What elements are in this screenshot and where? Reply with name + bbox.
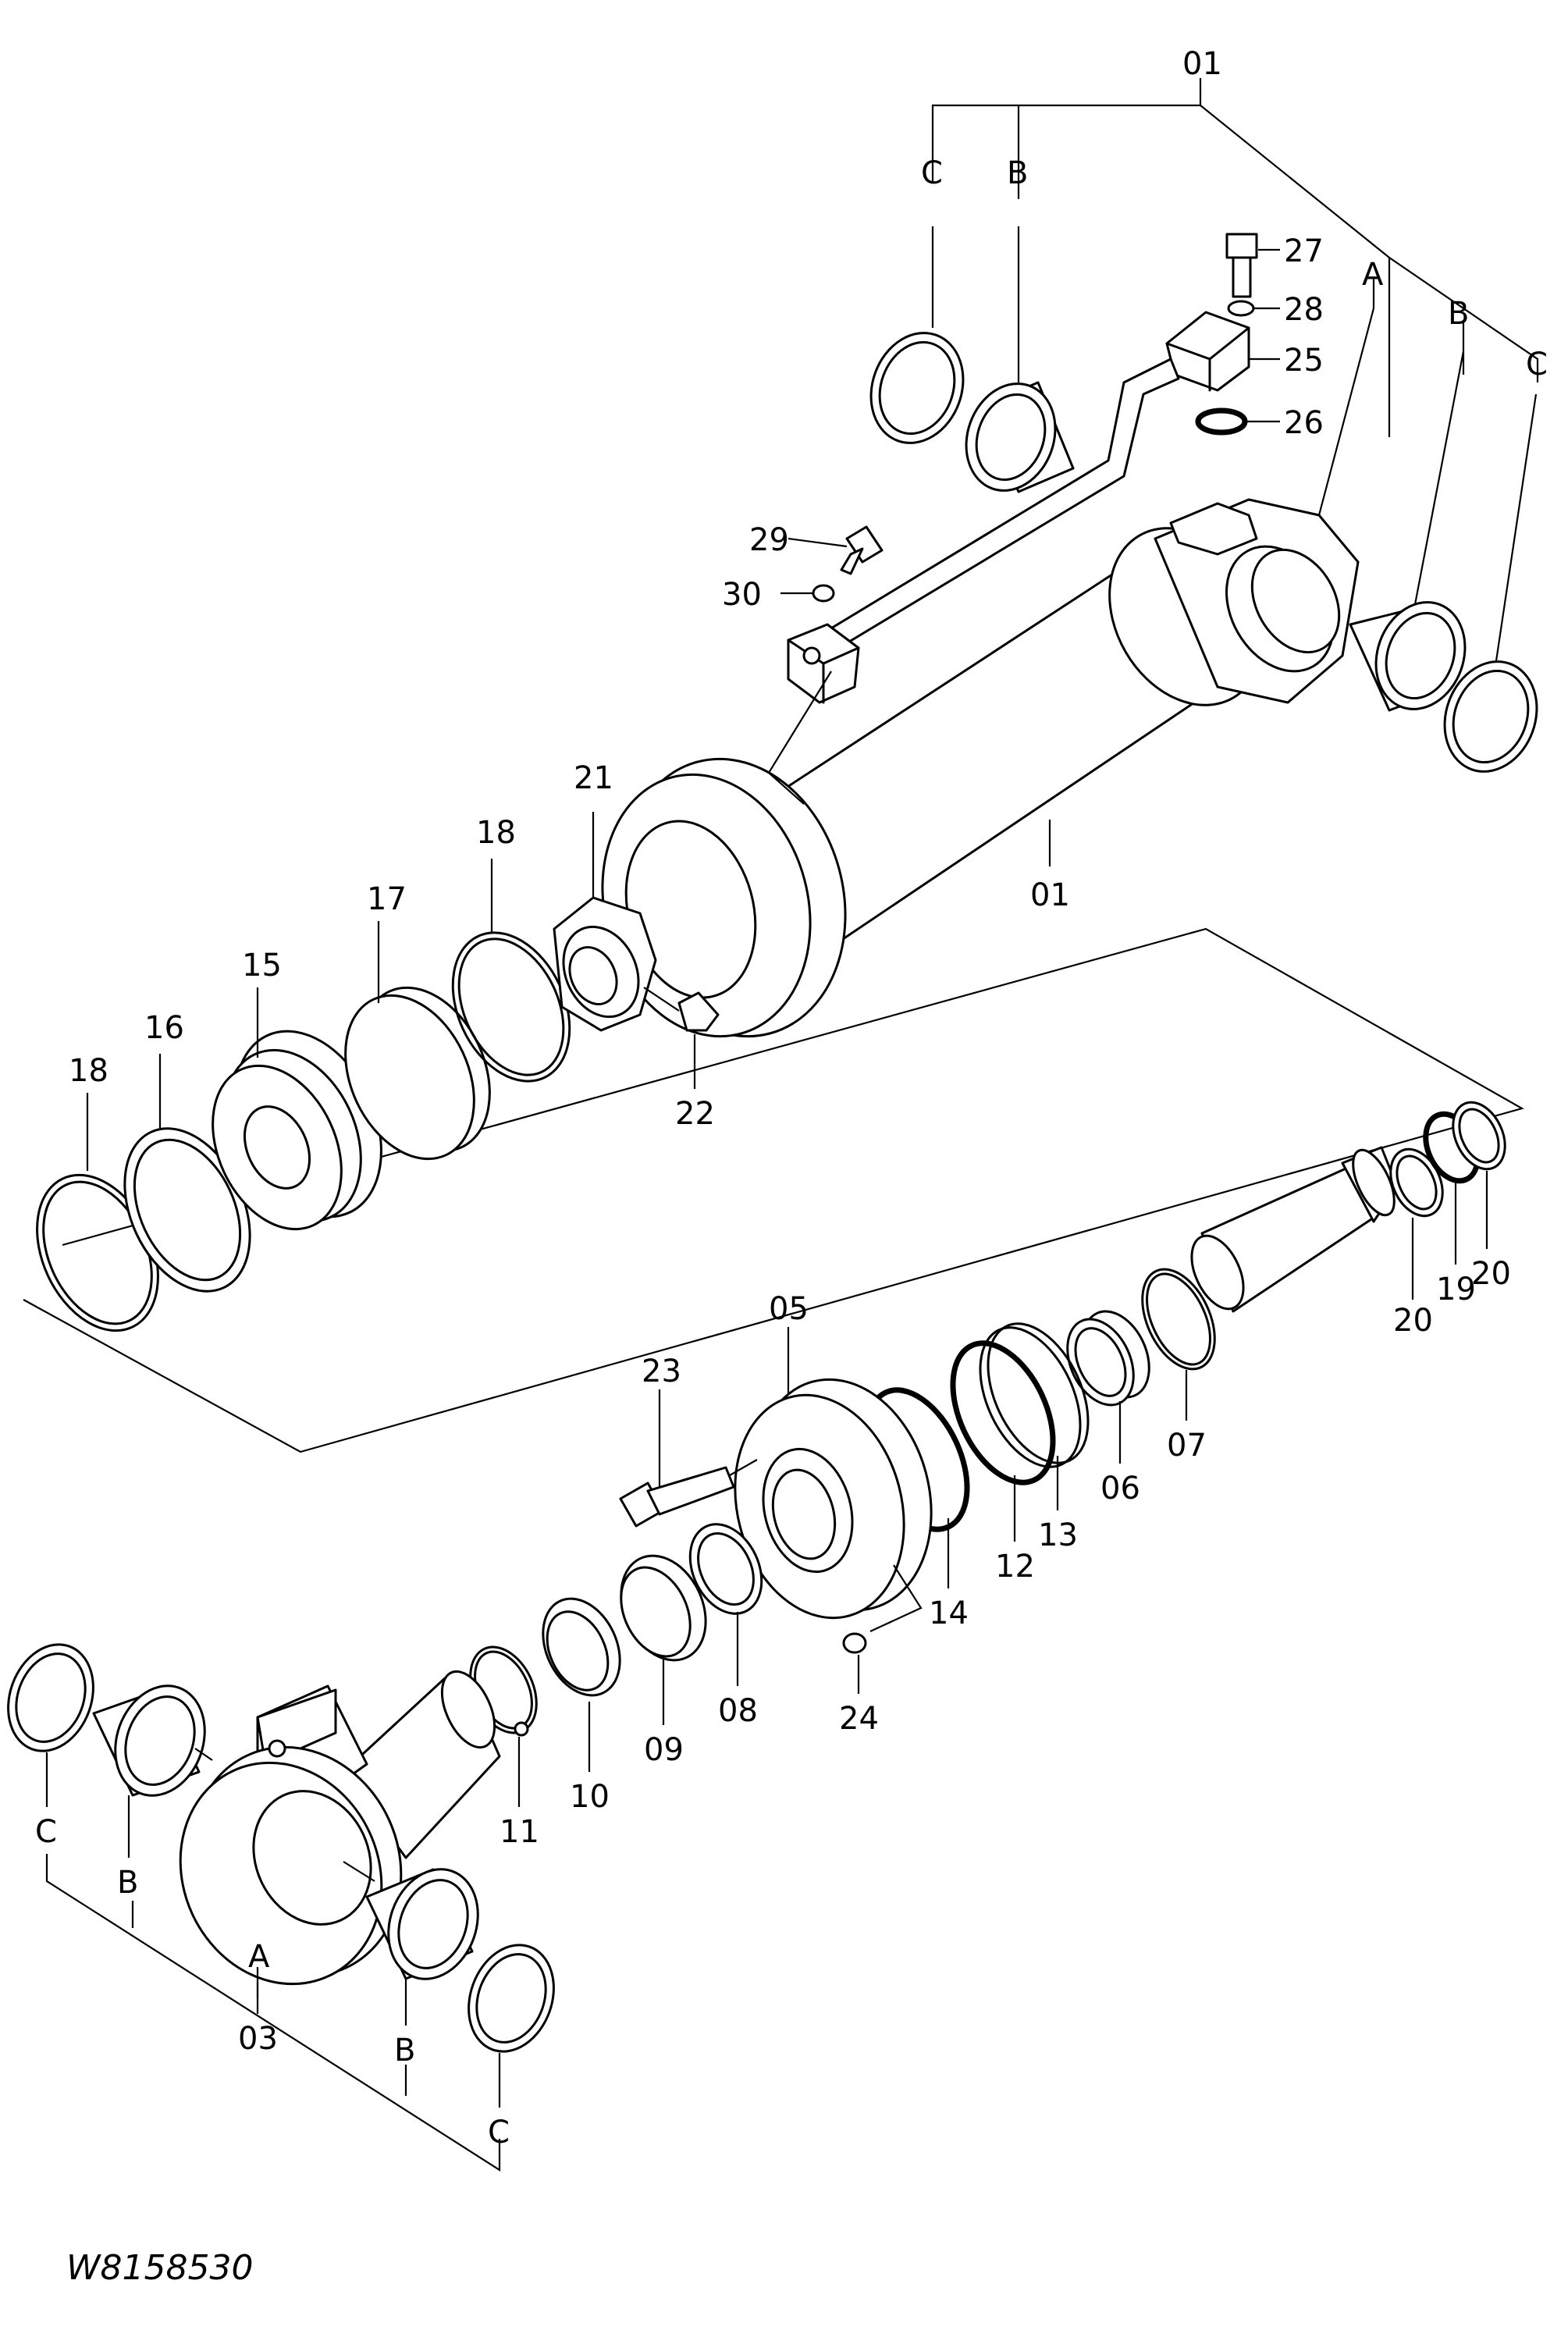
label-c-top-right: C xyxy=(1526,347,1548,382)
group-bracket-piston xyxy=(23,927,1524,1453)
cylinder-tube-01 xyxy=(601,498,1360,1038)
label-29: 29 xyxy=(749,522,789,558)
group-03-bracket xyxy=(45,1854,501,2172)
ring-13 xyxy=(979,1322,1090,1510)
ring-10 xyxy=(542,1597,621,1772)
label-15: 15 xyxy=(242,948,282,984)
label-b-top-left: B xyxy=(1007,155,1028,191)
callout-labels: 01 C B A B C 27 28 25 26 29 30 01 21 18 … xyxy=(35,46,1548,2288)
ring-20-left xyxy=(1389,1147,1444,1300)
label-13: 13 xyxy=(1038,1517,1078,1553)
ring-07 xyxy=(1141,1268,1216,1421)
ring-16 xyxy=(123,1054,251,1293)
label-a-top: A xyxy=(1362,257,1384,293)
group-01-bracket xyxy=(931,78,1539,672)
label-28: 28 xyxy=(1284,292,1324,328)
label-c-bottom-right: C xyxy=(488,2115,510,2150)
oring-26 xyxy=(1195,407,1280,436)
label-10: 10 xyxy=(570,1779,610,1815)
washer-28 xyxy=(1227,300,1280,317)
label-18-left: 18 xyxy=(69,1053,108,1089)
label-01-body: 01 xyxy=(1030,877,1070,913)
label-20-left: 20 xyxy=(1393,1303,1433,1339)
ring-c-top-left xyxy=(869,332,965,444)
label-14: 14 xyxy=(929,1595,969,1631)
label-22: 22 xyxy=(675,1096,715,1132)
ring-12 xyxy=(950,1340,1056,1542)
label-b-top-right: B xyxy=(1448,296,1469,332)
label-17: 17 xyxy=(367,881,407,917)
nut-21 xyxy=(553,812,657,1032)
ring-09 xyxy=(620,1554,707,1725)
label-25: 25 xyxy=(1284,343,1324,379)
ring-17 xyxy=(344,921,491,1161)
label-19: 19 xyxy=(1436,1272,1476,1307)
label-24: 24 xyxy=(839,1701,879,1737)
bushing-06 xyxy=(1066,1310,1150,1464)
label-05: 05 xyxy=(769,1291,809,1327)
bushing-b-top-left xyxy=(965,381,1075,493)
diagram-code: W8158530 xyxy=(66,2248,253,2288)
label-b-bottom-left: B xyxy=(117,1865,138,1901)
set-screw-22 xyxy=(643,987,720,1089)
bushing-b-top-right xyxy=(1349,601,1467,712)
label-a-bottom: A xyxy=(248,1939,270,1975)
label-12: 12 xyxy=(995,1549,1035,1585)
label-b-bottom-right: B xyxy=(394,2033,415,2069)
piston-rod xyxy=(1190,1146,1399,1313)
label-03: 03 xyxy=(238,2021,278,2057)
ring-c-bottom-left xyxy=(7,1643,94,1807)
label-01-top: 01 xyxy=(1182,46,1222,82)
rod-end-03 xyxy=(179,1670,501,1998)
piston-15 xyxy=(212,987,382,1231)
label-11: 11 xyxy=(500,1814,539,1850)
label-21: 21 xyxy=(574,760,613,796)
label-18-mid: 18 xyxy=(476,815,516,851)
label-09: 09 xyxy=(644,1732,684,1768)
washer-30 xyxy=(780,584,835,603)
label-07: 07 xyxy=(1167,1428,1207,1464)
tube-assembly xyxy=(787,311,1250,704)
ring-c-top-right xyxy=(1443,660,1538,773)
ring-c-bottom-right xyxy=(468,1944,555,2108)
label-c-top-left: C xyxy=(921,155,943,191)
label-27: 27 xyxy=(1284,233,1324,269)
bushing-b-bottom-right xyxy=(343,1861,479,2026)
label-06: 06 xyxy=(1100,1471,1140,1506)
label-23: 23 xyxy=(642,1354,681,1389)
bolt-23 xyxy=(619,1389,758,1528)
gland-05 xyxy=(734,1327,933,1632)
label-16: 16 xyxy=(144,1010,184,1046)
label-20-right: 20 xyxy=(1471,1256,1511,1292)
label-30: 30 xyxy=(722,577,762,613)
ring-20-right xyxy=(1452,1101,1506,1249)
ring-08 xyxy=(688,1523,763,1686)
set-screw-24 xyxy=(842,1632,867,1694)
label-26: 26 xyxy=(1284,405,1324,441)
label-08: 08 xyxy=(718,1693,758,1729)
bolt-29 xyxy=(788,525,884,575)
bushing-b-bottom-left xyxy=(92,1684,213,1858)
label-c-bottom-left: C xyxy=(35,1814,57,1850)
bolt-27 xyxy=(1225,233,1280,298)
